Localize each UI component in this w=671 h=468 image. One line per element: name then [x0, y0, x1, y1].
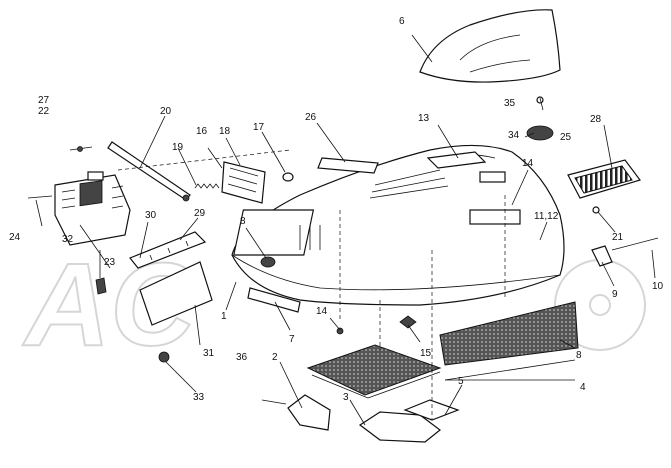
part-grommet-33	[158, 351, 170, 363]
part-emblem	[526, 125, 554, 141]
part-mount-bracket	[221, 161, 266, 204]
part-duct-left	[287, 394, 331, 431]
part-lower-strip	[247, 287, 301, 313]
callout-8-lower: 8	[576, 350, 582, 361]
callout-22: 22	[38, 106, 50, 117]
part-screw-36	[261, 399, 287, 405]
callout-2: 2	[272, 352, 278, 363]
callout-26: 26	[305, 112, 317, 123]
hood-vent-slot	[469, 209, 521, 225]
part-side-grille	[567, 159, 641, 199]
callout-27: 27	[38, 95, 50, 106]
callout-10-text: 10	[652, 281, 664, 292]
part-cover-plate	[139, 261, 213, 326]
callout-13: 13	[418, 113, 430, 124]
part-bracket-arm	[107, 141, 191, 201]
part-screw-32	[95, 277, 107, 295]
part-mesh-panel	[439, 301, 579, 366]
hood-knob	[260, 256, 276, 268]
part-deflector	[403, 399, 460, 421]
hood-badge	[479, 171, 506, 183]
part-upper-panel	[426, 151, 487, 169]
callout-25: 25	[560, 132, 572, 143]
callout-20: 20	[160, 106, 172, 117]
part-pin	[611, 237, 659, 251]
callout-9: 9	[612, 289, 618, 300]
callout-16: 16	[196, 126, 208, 137]
callout-11-12: 11,12	[534, 211, 559, 222]
part-mesh-tray	[306, 344, 442, 396]
callout-33: 33	[193, 392, 205, 403]
callout-31-text: 31	[203, 348, 215, 359]
watermark-wheel-hub	[589, 294, 611, 316]
part-spring	[194, 183, 220, 189]
callout-35: 35	[504, 98, 516, 109]
part-clip	[591, 245, 613, 267]
callout-28: 28	[590, 114, 602, 125]
leader-lines	[35, 34, 656, 426]
callout-30: 30	[145, 210, 157, 221]
part-nut-14	[336, 327, 344, 335]
callout-8a: 8	[240, 216, 246, 227]
part-hood	[231, 144, 565, 306]
callout-29: 29	[194, 208, 206, 219]
callout-15: 15	[420, 348, 432, 359]
callout-32: 32	[62, 234, 74, 245]
part-screw-24	[27, 195, 53, 199]
callout-1: 1	[221, 311, 227, 322]
callout-19: 19	[172, 142, 184, 153]
callout-4: 4	[580, 382, 586, 393]
callout-18: 18	[219, 126, 231, 137]
callout-7: 7	[289, 334, 295, 345]
part-trim-strip	[317, 157, 379, 174]
callout-17: 17	[253, 122, 265, 133]
callout-23-text: 23	[104, 257, 116, 268]
callout-34: 34	[508, 130, 520, 141]
hood-opening	[233, 209, 315, 256]
guide-lines	[117, 149, 506, 420]
part-duct-center	[358, 411, 441, 443]
callout-14a: 14	[522, 158, 534, 169]
part-windshield	[419, 9, 561, 83]
callout-3: 3	[343, 392, 349, 403]
callout-24-text: 24	[9, 232, 21, 243]
part-headlight-assembly	[54, 171, 131, 246]
part-clip-15	[399, 315, 417, 329]
callout-5: 5	[458, 376, 464, 387]
callout-36: 36	[236, 352, 248, 363]
fastener-21	[592, 206, 600, 214]
callout-6: 6	[399, 16, 405, 27]
callout-21: 21	[612, 232, 624, 243]
part-grommet-17	[282, 172, 294, 182]
callouts: 6 35 25 34 13 26 28 14 11,12 21 9 10 8 4…	[9, 16, 664, 403]
fastener-25	[536, 96, 544, 104]
callout-14b: 14	[316, 306, 328, 317]
